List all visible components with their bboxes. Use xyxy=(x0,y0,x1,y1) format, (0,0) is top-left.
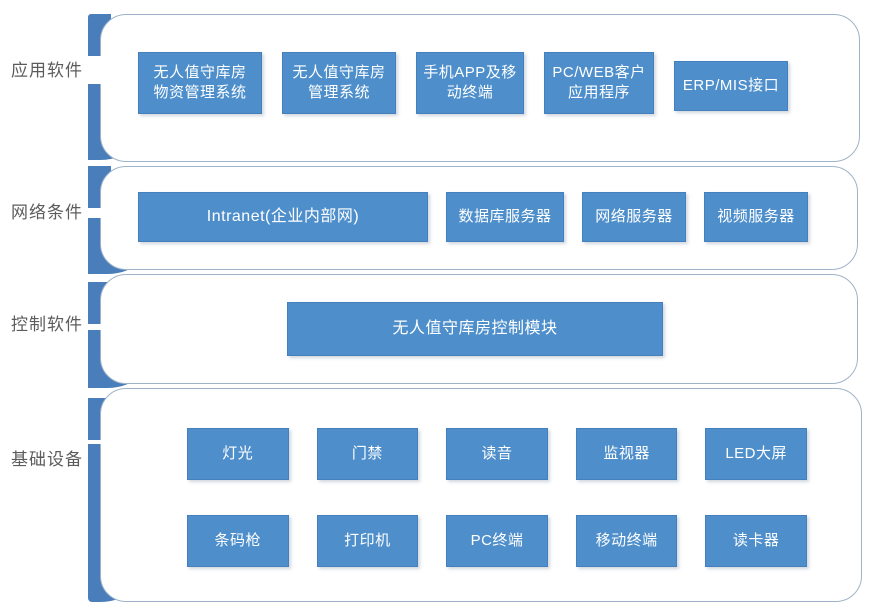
box-line: 打印机 xyxy=(344,531,391,549)
tier-panel-infrastructure xyxy=(100,388,862,602)
app-box-pc-web-client[interactable]: PC/WEB客户 应用程序 xyxy=(544,52,654,114)
box-line: 灯光 xyxy=(222,444,254,462)
box-line: LED大屏 xyxy=(725,444,788,462)
box-line: 动终端 xyxy=(446,84,494,101)
box-line: PC/WEB客户 xyxy=(552,63,646,81)
box-line: 监视器 xyxy=(603,444,650,462)
network-box-web-server[interactable]: 网络服务器 xyxy=(582,192,686,242)
tier-label-control-software: 控制软件 xyxy=(11,315,83,334)
infra-box-lighting[interactable]: 灯光 xyxy=(187,428,289,480)
spine-notch-control xyxy=(88,324,111,330)
box-line: 物资管理系统 xyxy=(153,84,247,101)
tier-label-infrastructure: 基础设备 xyxy=(11,450,83,469)
infra-box-led-screen[interactable]: LED大屏 xyxy=(705,428,807,480)
spine-notch-network xyxy=(88,208,111,218)
box-line: ERP/MIS接口 xyxy=(682,76,780,94)
spine-notch-infrastructure xyxy=(88,440,111,444)
box-line: 无人值守库房 xyxy=(292,63,386,81)
app-box-warehouse-material-mgmt[interactable]: 无人值守库房 物资管理系统 xyxy=(138,52,262,114)
app-box-warehouse-mgmt[interactable]: 无人值守库房 管理系统 xyxy=(282,52,396,114)
box-line: 门禁 xyxy=(351,444,383,462)
infra-box-access-control[interactable]: 门禁 xyxy=(316,428,419,480)
box-line: 数据库服务器 xyxy=(458,207,552,225)
tier-row-application-software: 无人值守库房 物资管理系统 无人值守库房 管理系统 手机APP及移 动终端 PC… xyxy=(138,52,850,114)
infra-box-printer[interactable]: 打印机 xyxy=(316,515,419,567)
control-box-unattended-warehouse-module[interactable]: 无人值守库房控制模块 xyxy=(287,302,663,356)
spine-notch-application xyxy=(88,56,111,84)
infra-box-monitor[interactable]: 监视器 xyxy=(575,428,678,480)
network-box-database-server[interactable]: 数据库服务器 xyxy=(446,192,564,242)
network-box-video-server[interactable]: 视频服务器 xyxy=(704,192,808,242)
tier-row-infrastructure-bottom: 条码枪 打印机 PC终端 移动终端 读卡器 xyxy=(187,515,807,567)
tier-row-infrastructure-top: 灯光 门禁 读音 监视器 LED大屏 xyxy=(187,428,807,480)
tier-row-control-software: 无人值守库房控制模块 xyxy=(287,302,663,356)
box-line: Intranet(企业内部网) xyxy=(206,208,360,226)
box-line: 应用程序 xyxy=(567,84,630,101)
infra-box-pc-terminal[interactable]: PC终端 xyxy=(446,515,548,567)
box-line: 移动终端 xyxy=(595,531,658,549)
box-line: 无人值守库房控制模块 xyxy=(392,320,558,338)
box-line: 读音 xyxy=(481,444,513,462)
infra-box-card-reader[interactable]: 读卡器 xyxy=(705,515,807,567)
box-line: 管理系统 xyxy=(307,84,370,101)
infra-box-audio[interactable]: 读音 xyxy=(446,428,548,480)
tier-label-application-software: 应用软件 xyxy=(11,61,83,80)
tier-row-network-conditions: Intranet(企业内部网) 数据库服务器 网络服务器 视频服务器 xyxy=(138,192,850,242)
infra-box-mobile-terminal[interactable]: 移动终端 xyxy=(575,515,678,567)
box-line: 读卡器 xyxy=(732,531,780,549)
box-line: 视频服务器 xyxy=(717,207,795,225)
box-line: 网络服务器 xyxy=(595,207,673,225)
box-line: PC终端 xyxy=(470,531,524,549)
network-box-intranet[interactable]: Intranet(企业内部网) xyxy=(138,192,428,242)
box-line: 条码枪 xyxy=(214,531,262,549)
app-box-erp-mis-interface[interactable]: ERP/MIS接口 xyxy=(674,61,788,111)
tier-label-network-conditions: 网络条件 xyxy=(11,203,83,222)
infra-box-barcode-scanner[interactable]: 条码枪 xyxy=(187,515,289,567)
app-box-mobile-app[interactable]: 手机APP及移 动终端 xyxy=(416,52,524,114)
box-line: 手机APP及移 xyxy=(423,63,517,81)
box-line: 无人值守库房 xyxy=(153,63,247,81)
